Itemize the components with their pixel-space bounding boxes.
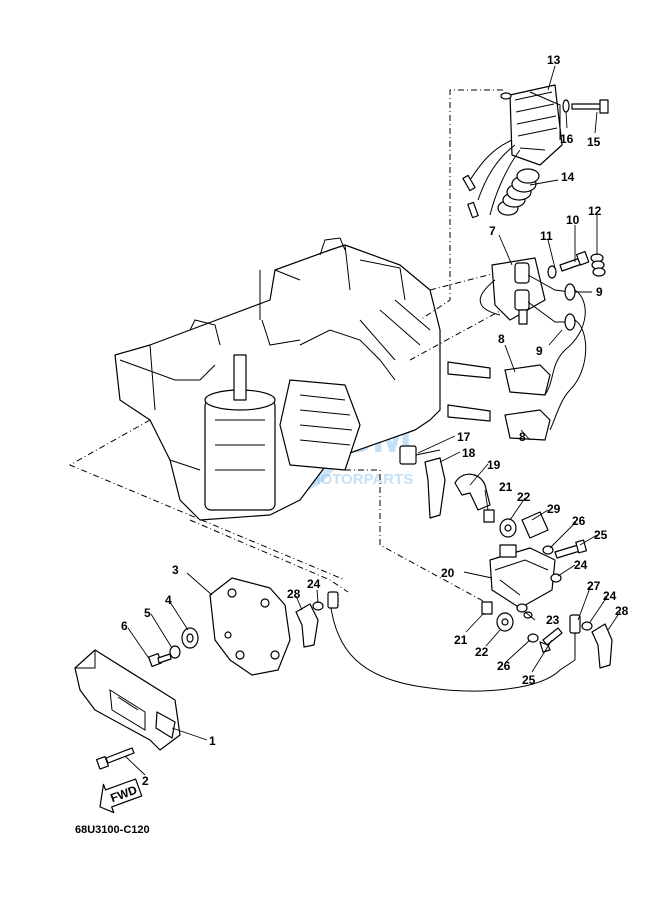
callout-22a: 22 — [517, 490, 531, 504]
callout-28a: 28 — [287, 587, 301, 601]
watermark-sub: MOTORPARTS — [308, 471, 413, 488]
leader-lines — [124, 65, 621, 776]
bracket-29 — [521, 511, 549, 539]
callout-1: 1 — [209, 734, 216, 748]
callout-25b: 25 — [522, 673, 536, 687]
callout-4: 4 — [165, 593, 172, 607]
fwd-arrow: FWD — [99, 778, 143, 814]
elbow-19 — [454, 473, 491, 511]
callout-25a: 25 — [594, 528, 608, 542]
spring-14 — [497, 168, 540, 216]
terminal-27 — [569, 614, 581, 660]
callout-24c: 24 — [307, 577, 321, 591]
washer-24-left — [312, 591, 339, 611]
bolt-2 — [95, 747, 135, 770]
engine-block — [114, 237, 441, 521]
callout-21a: 21 — [499, 480, 513, 494]
callout-11: 11 — [540, 229, 553, 243]
callout-22b: 22 — [475, 645, 489, 659]
callout-24a: 24 — [574, 558, 588, 572]
washer-24-right — [550, 573, 593, 631]
plug-caps-8 — [504, 364, 551, 441]
callout-26b: 26 — [497, 659, 511, 673]
bolt-25 — [539, 539, 588, 653]
callout-18: 18 — [462, 446, 476, 460]
ignition-coil-13 — [462, 84, 563, 219]
callout-23: 23 — [546, 613, 560, 627]
callout-8b: 8 — [519, 430, 526, 444]
callout-19: 19 — [487, 458, 501, 472]
callout-21b: 21 — [454, 633, 468, 647]
callout-26a: 26 — [572, 514, 586, 528]
ignition-coil-7 — [479, 257, 546, 325]
callout-9b: 9 — [536, 344, 543, 358]
callout-7: 7 — [489, 224, 496, 238]
callout-3: 3 — [172, 563, 179, 577]
callout-15: 15 — [587, 135, 601, 149]
bolt-6 — [147, 652, 172, 668]
callout-12: 12 — [588, 204, 602, 218]
callout-9a: 9 — [596, 285, 603, 299]
hose-18 — [424, 457, 446, 519]
diagram-code: 68U3100-C120 — [75, 824, 150, 836]
bracket-plate-3 — [209, 577, 291, 676]
callout-16: 16 — [560, 132, 574, 146]
clip-12 — [590, 253, 606, 277]
callout-6: 6 — [121, 619, 128, 633]
callout-29: 29 — [547, 502, 561, 516]
callout-13: 13 — [547, 53, 561, 67]
callout-5: 5 — [144, 606, 151, 620]
callout-labels: 13 16 15 14 7 10 11 12 9 9 8 8 17 18 19 … — [121, 53, 629, 788]
spark-plugs — [447, 361, 491, 422]
callout-28b: 28 — [615, 604, 629, 618]
wire-harness — [329, 599, 576, 692]
bolt-10 — [547, 250, 590, 279]
callout-20: 20 — [441, 566, 455, 580]
washer-5 — [169, 645, 181, 659]
plug-wires-9 — [527, 274, 587, 431]
grommet-4 — [181, 627, 199, 649]
cdi-unit-1 — [74, 649, 181, 751]
rectifier-20 — [489, 544, 556, 609]
callout-8a: 8 — [498, 332, 505, 346]
callout-14: 14 — [561, 170, 575, 184]
cap-28-left — [295, 603, 319, 648]
grommet-22 — [496, 518, 517, 632]
bolt-15 — [562, 99, 609, 114]
callout-24b: 24 — [603, 589, 617, 603]
callout-27: 27 — [587, 579, 601, 593]
cap-28-right — [591, 623, 613, 669]
callout-10: 10 — [566, 213, 580, 227]
callout-17: 17 — [457, 430, 471, 444]
switch-17 — [399, 445, 441, 465]
callout-2: 2 — [142, 774, 149, 788]
collar-21 — [481, 509, 495, 615]
